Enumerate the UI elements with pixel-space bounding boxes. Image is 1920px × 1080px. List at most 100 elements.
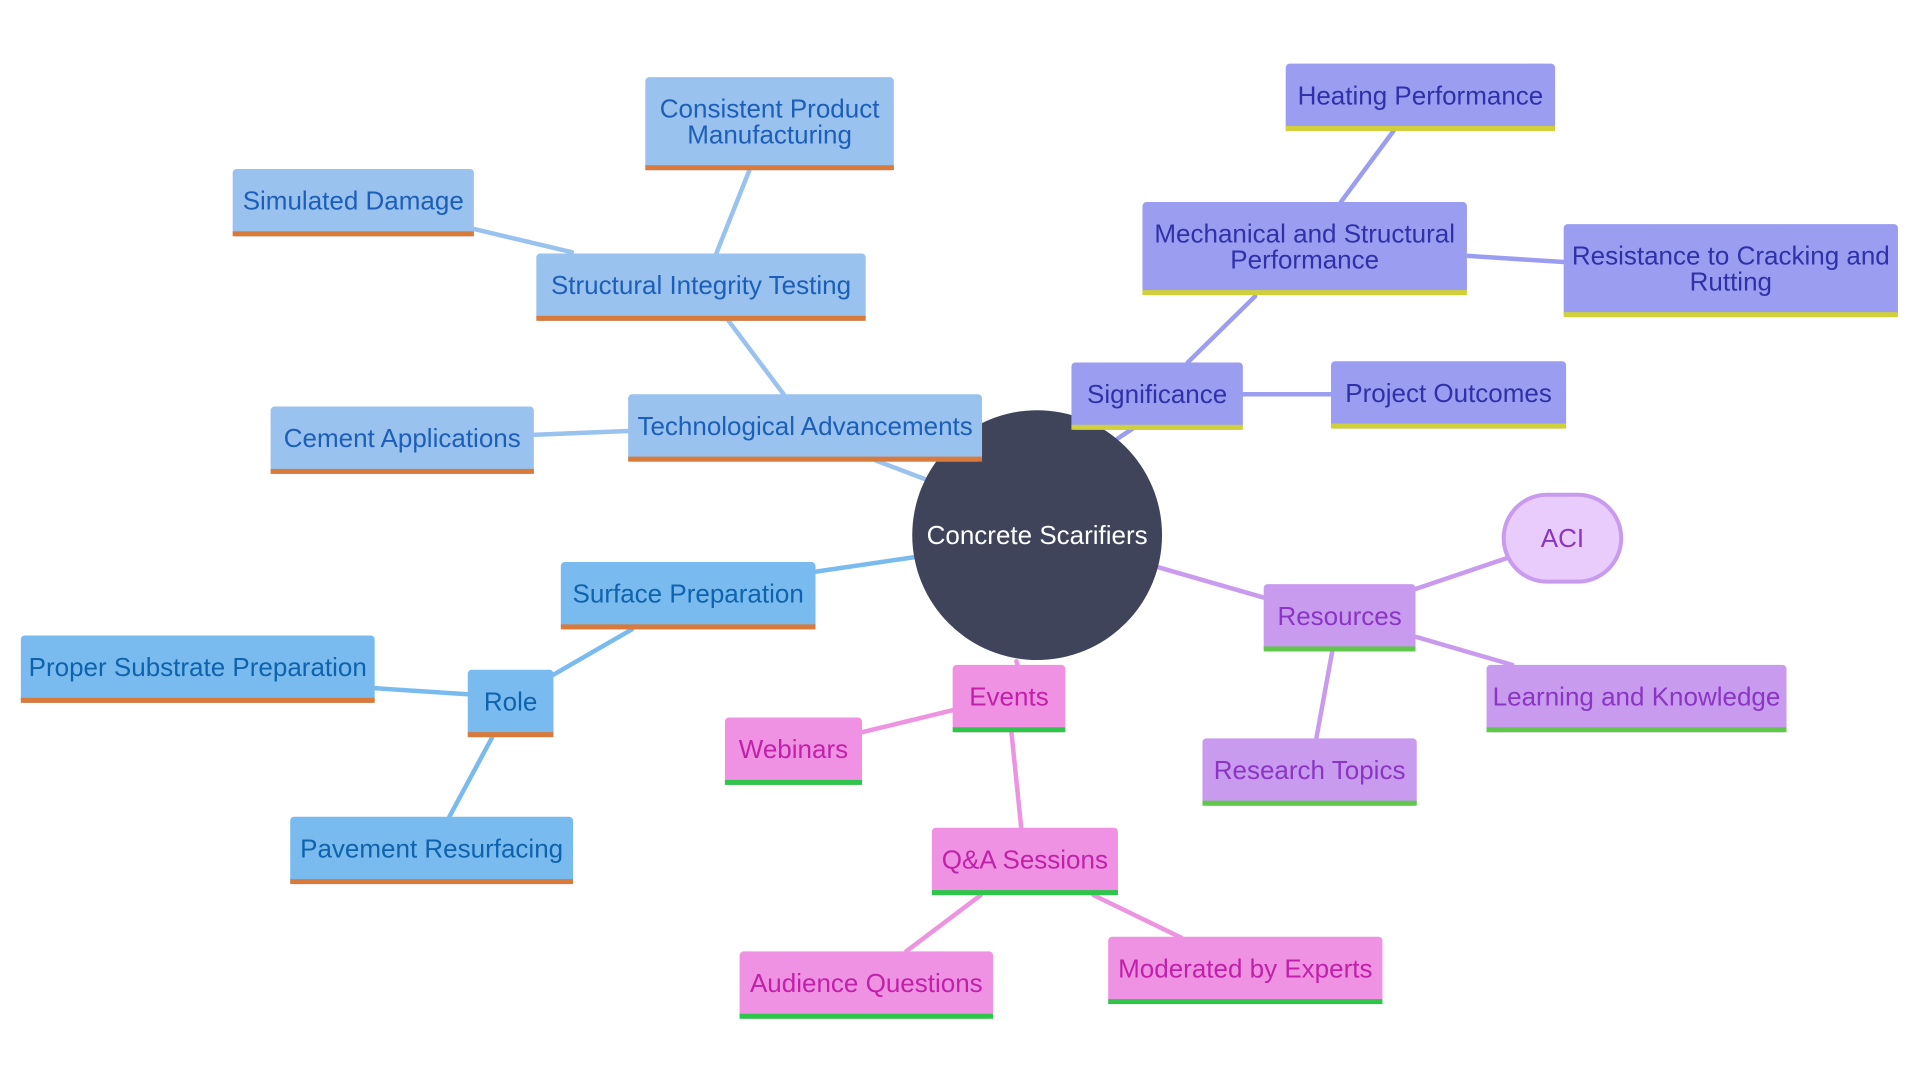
- node-events-label-0: Events: [969, 682, 1049, 712]
- edge-significance-11: [1338, 128, 1396, 205]
- node-qa-label-0: Q&A Sessions: [942, 844, 1108, 874]
- edge-tech-1: [726, 318, 786, 397]
- node-moderated-label-0: Moderated by Experts: [1118, 953, 1372, 983]
- node-heating-label-0: Heating Performance: [1298, 80, 1544, 110]
- node-cracking-label-1: Rutting: [1690, 267, 1772, 297]
- node-substrate-underline: [20, 697, 375, 703]
- node-consistent-underline: [645, 165, 894, 171]
- edge-events-18: [1014, 658, 1020, 668]
- edge-surface-6: [551, 627, 635, 677]
- edge-surface-7: [372, 685, 471, 697]
- node-qa: Q&A Sessions: [931, 827, 1118, 896]
- node-pavement: Pavement Resurfacing: [290, 816, 574, 885]
- node-cement-box: [270, 406, 534, 474]
- node-learning-underline: [1486, 727, 1787, 733]
- node-moderated: Moderated by Experts: [1108, 936, 1383, 1005]
- node-audience-label-0: Audience Questions: [750, 968, 983, 998]
- node-role-underline: [467, 732, 554, 738]
- node-simulated-underline: [232, 231, 474, 237]
- edge-surface-8: [447, 734, 495, 819]
- edge-events-19: [859, 707, 955, 735]
- node-simulated-box: [232, 168, 474, 237]
- node-cement: Cement Applications: [270, 406, 534, 474]
- edge-tech-2: [714, 167, 752, 256]
- edge-significance-12: [1465, 253, 1566, 265]
- node-cement-underline: [270, 468, 534, 474]
- node-outcomes: Project Outcomes: [1331, 361, 1567, 429]
- node-substrate-label-0: Proper Substrate Preparation: [29, 652, 367, 682]
- node-consistent-label-1: Manufacturing: [687, 120, 852, 150]
- node-surface-underline: [560, 624, 816, 630]
- node-events-box: [952, 664, 1066, 733]
- node-heating-underline: [1285, 126, 1556, 132]
- edge-events-20: [1009, 729, 1024, 831]
- node-structural-box: [536, 253, 866, 321]
- node-mechanical-box: [1142, 202, 1467, 296]
- node-events-underline: [952, 727, 1066, 733]
- node-heating-box: [1285, 63, 1556, 132]
- mindmap-edges: [372, 128, 1566, 954]
- node-aci: ACI: [1501, 492, 1624, 584]
- root-label: Concrete Scarifiers: [927, 520, 1148, 550]
- node-outcomes-label-0: Project Outcomes: [1345, 378, 1552, 408]
- node-significance-label-0: Significance: [1087, 379, 1227, 409]
- node-events: Events: [952, 664, 1066, 733]
- edge-tech-4: [532, 428, 631, 437]
- edge-resources-14: [1154, 564, 1266, 600]
- edge-resources-17: [1314, 649, 1335, 741]
- node-structural-underline: [536, 315, 866, 321]
- node-research-underline: [1202, 800, 1417, 806]
- edge-significance-9: [1115, 426, 1135, 441]
- mindmap-nodes: Technological Advancements Structural Int…: [20, 63, 1898, 1019]
- node-pavement-label-0: Pavement Resurfacing: [300, 833, 563, 863]
- node-substrate: Proper Substrate Preparation: [20, 635, 375, 703]
- node-learning-label-0: Learning and Knowledge: [1493, 682, 1781, 712]
- node-learning: Learning and Knowledge: [1486, 664, 1787, 733]
- node-heating: Heating Performance: [1285, 63, 1556, 132]
- node-webinars: Webinars: [724, 717, 863, 785]
- node-simulated-label-0: Simulated Damage: [243, 186, 464, 216]
- node-substrate-box: [20, 635, 375, 703]
- node-learning-box: [1486, 664, 1787, 733]
- edge-significance-10: [1185, 294, 1258, 365]
- node-cracking-label-0: Resistance to Cracking and: [1572, 241, 1890, 271]
- node-mechanical-underline: [1142, 290, 1467, 296]
- node-role-box: [467, 669, 554, 738]
- node-research: Research Topics: [1202, 738, 1417, 806]
- edge-resources-15: [1413, 556, 1509, 592]
- node-aci-label-0: ACI: [1541, 523, 1584, 553]
- node-significance-box: [1071, 362, 1243, 430]
- node-moderated-underline: [1108, 999, 1383, 1005]
- node-moderated-box: [1108, 936, 1383, 1005]
- node-resources-box: [1263, 584, 1416, 652]
- node-cracking-underline: [1563, 312, 1898, 318]
- node-surface: Surface Preparation: [560, 562, 816, 630]
- node-significance: Significance: [1071, 362, 1243, 430]
- node-mechanical-label-1: Performance: [1230, 245, 1379, 275]
- node-cement-label-0: Cement Applications: [284, 423, 521, 453]
- node-consistent-label-0: Consistent Product: [660, 94, 880, 124]
- node-significance-underline: [1071, 424, 1243, 430]
- node-outcomes-box: [1331, 361, 1567, 429]
- edge-events-21: [903, 892, 984, 954]
- node-tech: Technological Advancements: [628, 394, 983, 462]
- node-simulated: Simulated Damage: [232, 168, 474, 237]
- root-circle: [912, 410, 1163, 660]
- node-role: Role: [467, 669, 554, 738]
- edge-tech-3: [471, 226, 575, 255]
- node-consistent-box: [645, 77, 894, 171]
- node-audience-box: [739, 951, 994, 1019]
- node-aci-box: [1501, 492, 1624, 584]
- node-webinars-label-0: Webinars: [739, 734, 848, 764]
- node-resources-underline: [1263, 646, 1416, 652]
- node-research-box: [1202, 738, 1417, 806]
- edge-events-22: [1091, 892, 1184, 941]
- node-structural: Structural Integrity Testing: [536, 253, 866, 321]
- edge-tech-0: [873, 458, 933, 484]
- node-tech-label-0: Technological Advancements: [637, 411, 972, 441]
- node-audience: Audience Questions: [739, 951, 994, 1019]
